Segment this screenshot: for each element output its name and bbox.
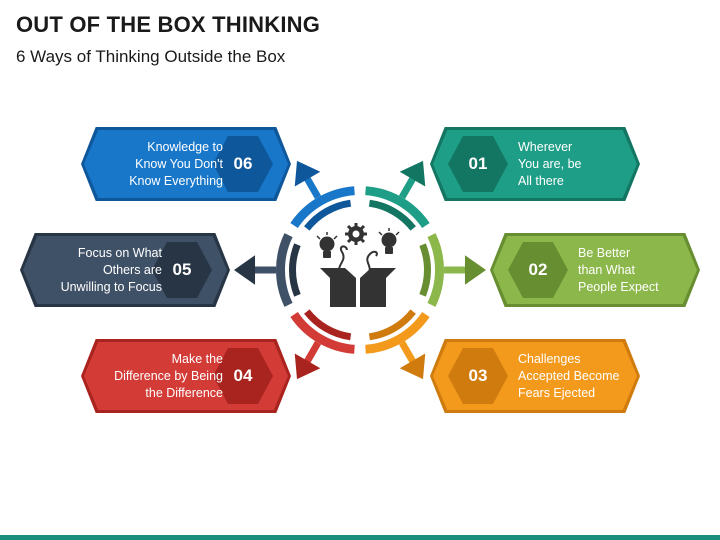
step-card-01: 01 Wherever You are, be All there: [430, 127, 640, 201]
wheel-inner-arc: [304, 309, 352, 341]
wheel-outer-arc: [365, 186, 430, 229]
step-number-badge: 04: [213, 348, 273, 404]
wheel-inner-arc: [419, 243, 431, 297]
arrow-head-icon: [234, 255, 256, 285]
wheel-outer-arc: [427, 233, 444, 307]
step-card-02: 02 Be Better than What People Expect: [490, 233, 700, 307]
step-text: Challenges Accepted Become Fears Ejected: [518, 351, 620, 400]
arrow-head-icon: [294, 160, 321, 187]
step-number-badge: 03: [448, 348, 508, 404]
arrow-head-icon: [399, 160, 426, 187]
bottom-accent-bar: [0, 535, 720, 540]
step-card-04: 04 Make the Difference by Being the Diff…: [81, 339, 291, 413]
wheel-outer-arc: [276, 233, 293, 307]
step-text: Knowledge to Know You Don't Know Everyth…: [129, 139, 223, 188]
wheel-outer-arc: [290, 186, 355, 229]
arrow-head-icon: [464, 255, 486, 285]
open-box-icon: [320, 268, 396, 307]
lightbulb-icon: [316, 232, 338, 258]
gear-icon: [345, 223, 367, 245]
wheel-inner-arc: [289, 243, 301, 297]
wheel-inner-arc: [368, 309, 416, 341]
lightbulb-icon: [378, 228, 400, 254]
step-card-06: 06 Knowledge to Know You Don't Know Ever…: [81, 127, 291, 201]
arrow-head-icon: [294, 353, 321, 380]
center-icon-group: [316, 223, 400, 307]
wheel-outer-arc: [365, 311, 430, 354]
wheel-outer-arc: [290, 311, 355, 354]
wheel-inner-arc: [304, 199, 352, 231]
step-text: Wherever You are, be All there: [518, 139, 582, 188]
step-text: Focus on What Others are Unwilling to Fo…: [60, 245, 162, 294]
step-card-05: 05 Focus on What Others are Unwilling to…: [20, 233, 230, 307]
wheel-inner-arc: [368, 199, 416, 231]
step-text: Make the Difference by Being the Differe…: [114, 351, 223, 400]
step-text: Be Better than What People Expect: [578, 245, 659, 294]
step-card-03: 03 Challenges Accepted Become Fears Ejec…: [430, 339, 640, 413]
page-subtitle: 6 Ways of Thinking Outside the Box: [16, 47, 286, 66]
page-title: OUT OF THE BOX THINKING: [16, 12, 321, 37]
arrow-head-icon: [399, 353, 426, 380]
center-circle: [298, 208, 422, 332]
